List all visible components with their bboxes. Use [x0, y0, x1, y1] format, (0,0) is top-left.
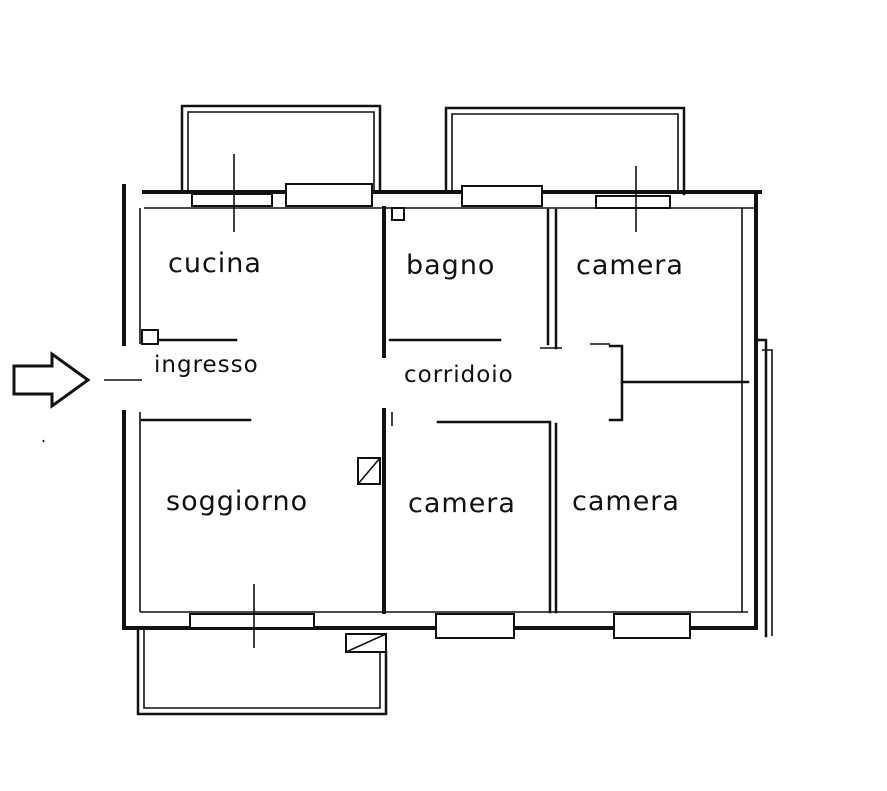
room-label-ingresso: ingresso	[154, 352, 259, 378]
balcony-top-right	[444, 106, 686, 196]
room-label-cucina: cucina	[168, 248, 262, 279]
section-marks	[42, 154, 637, 648]
interior-walls	[140, 206, 750, 614]
room-label-camera-bottom-middle: camera	[408, 488, 516, 519]
room-label-soggiorno: soggiorno	[166, 486, 308, 517]
room-label-camera-bottom-right: camera	[572, 486, 680, 517]
room-label-camera-top-right: camera	[576, 250, 684, 281]
windows	[189, 183, 691, 639]
room-label-bagno: bagno	[406, 250, 495, 281]
balcony-bottom-left	[136, 628, 388, 716]
right-arrow-outline-icon	[12, 351, 91, 409]
door-bottom	[345, 633, 387, 653]
balcony-top-left	[180, 104, 382, 192]
room-label-corridoio: corridoio	[404, 362, 514, 388]
